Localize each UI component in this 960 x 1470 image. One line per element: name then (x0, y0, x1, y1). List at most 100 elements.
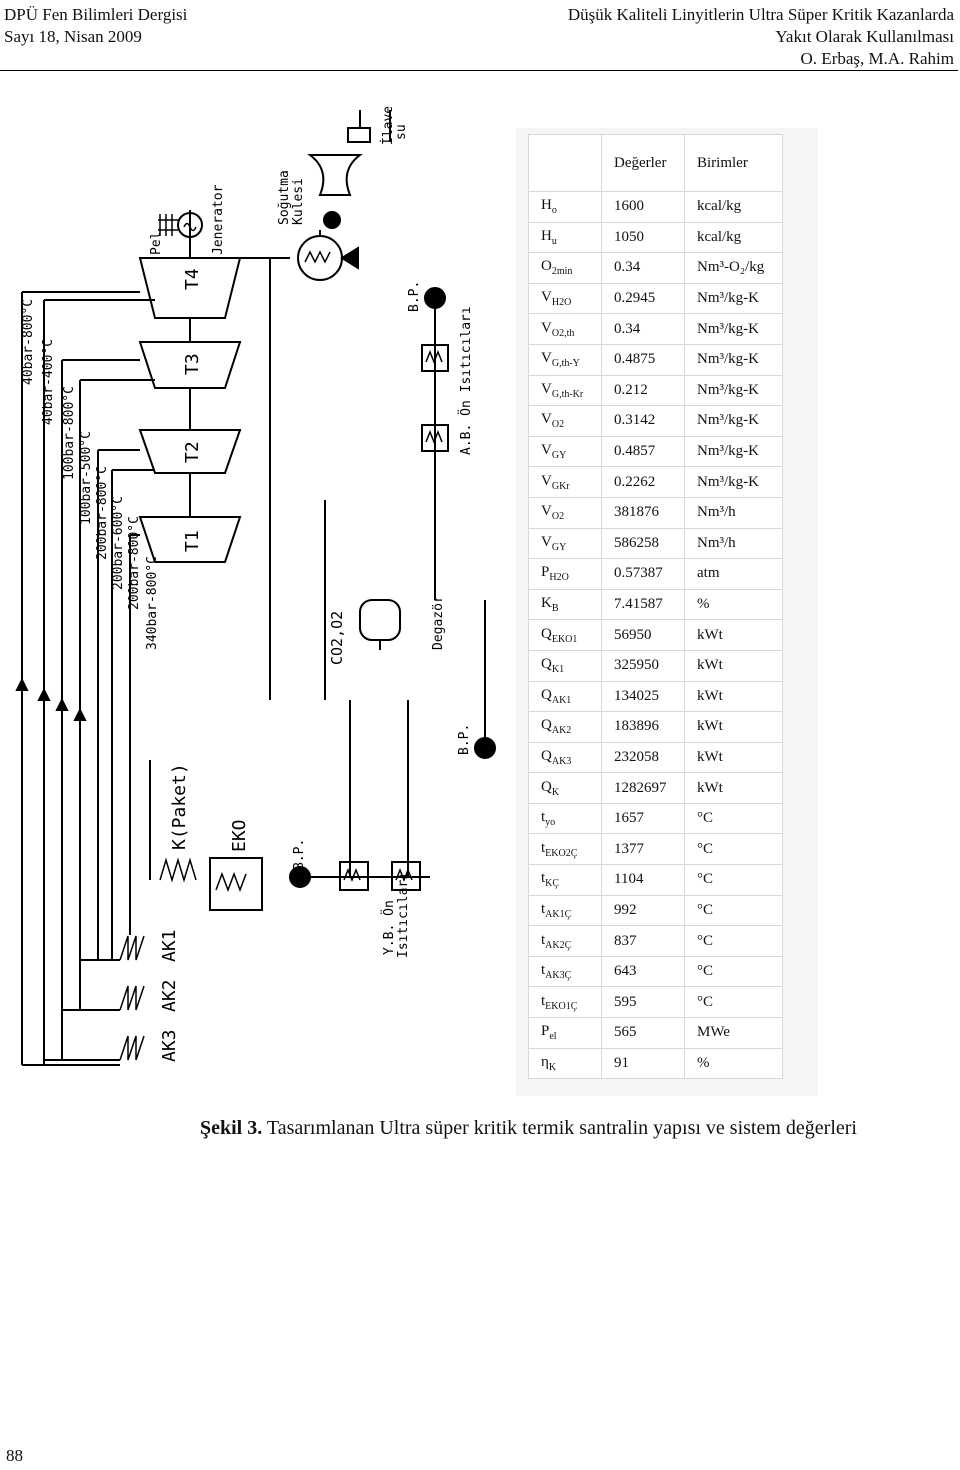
symbol: K (541, 595, 552, 612)
symbol: H (541, 227, 552, 244)
value-cell: 0.4857 (601, 435, 685, 468)
symbol-cell: tKÇ (528, 864, 602, 896)
label-40bar-400: 40bar-400°C (41, 339, 56, 425)
unit-cell: Nm³/kg-K (684, 343, 783, 376)
value-cell: 0.3142 (601, 405, 685, 437)
value-cell: 643 (601, 955, 685, 988)
symbol-cell: VH2O (528, 282, 602, 315)
symbol: t (541, 900, 546, 917)
symbol: V (541, 350, 552, 367)
symbol-cell: tAK2Ç (528, 925, 602, 957)
label-200bar-600: 200bar-600°C (111, 496, 126, 590)
value-cell: 56950 (601, 619, 685, 651)
label-kulesi: Kulesi (291, 178, 306, 225)
symbol-cell: VGY (528, 527, 602, 560)
symbol: V (541, 472, 552, 489)
symbol: V (541, 411, 552, 428)
article-title-line1: Düşük Kaliteli Linyitlerin Ultra Süper K… (567, 5, 954, 24)
label-kpaket: K(Paket) (169, 763, 190, 850)
symbol-subscript: K (551, 786, 560, 798)
label-40bar-800: 40bar-800°C (21, 299, 36, 385)
symbol-subscript: EKO2Ç (545, 847, 578, 859)
header-rule (0, 70, 958, 71)
turbine-t2 (138, 429, 242, 474)
symbol-subscript: GY (551, 541, 567, 553)
unit-cell: Nm³/h (684, 496, 783, 529)
symbol: t (541, 870, 546, 887)
symbol: Q (541, 625, 552, 642)
unit-cell: Nm³/kg-K (684, 405, 783, 437)
value-cell: 183896 (601, 711, 685, 743)
value-cell: 595 (601, 986, 685, 1019)
symbol-cell: VO2 (528, 405, 602, 437)
label-340bar-800: 340bar-800°C (145, 556, 160, 650)
unit-cell: °C (684, 925, 783, 957)
value-cell: 0.34 (601, 252, 685, 284)
symbol-subscript: GY (551, 450, 567, 462)
label-yb-heaters-1: Y.B. Ön (380, 900, 397, 955)
unit-cell: % (684, 588, 783, 621)
symbol-subscript: AK3 (551, 755, 572, 767)
symbol: P (541, 564, 550, 581)
symbol-cell: QAK3 (528, 741, 602, 774)
symbol-cell: VGY (528, 435, 602, 468)
label-100bar-800: 100bar-800°C (62, 386, 77, 480)
symbol-subscript: u (551, 235, 557, 247)
value-cell: 1657 (601, 802, 685, 835)
symbol: P (541, 1023, 550, 1040)
unit-cell: °C (684, 864, 783, 896)
value-cell: 565 (601, 1017, 685, 1049)
symbol-subscript: AK1 (551, 694, 572, 706)
symbol-subscript: o (551, 205, 557, 217)
symbol-subscript: H2O (551, 297, 572, 309)
symbol-subscript: EKO1 (551, 633, 578, 645)
caption-text: Tasarımlanan Ultra süper kritik termik s… (262, 1117, 857, 1139)
running-header-right: Düşük Kaliteli Linyitlerin Ultra Süper K… (568, 4, 954, 70)
unit-cell: atm (684, 558, 783, 590)
symbol-subscript: K1 (551, 664, 565, 676)
turbine-t1 (138, 516, 242, 563)
label-jenerator: Jenerator (211, 184, 226, 255)
value-cell: 1600 (601, 191, 685, 223)
label-pel: Pel (149, 232, 164, 255)
unit-cell: kWt (684, 619, 783, 651)
header-units: Birimler (684, 134, 783, 192)
symbol-cell: ηK (528, 1047, 602, 1080)
running-header-left: DPÜ Fen Bilimleri Dergisi Sayı 18, Nisan… (4, 4, 187, 48)
label-t3: T3 (182, 353, 203, 375)
value-cell: 837 (601, 925, 685, 957)
symbol-subscript: G,th-Y (551, 358, 580, 370)
unit-cell: Nm³-O₂/kg (684, 252, 783, 284)
symbol-cell: tEKO1Ç (528, 986, 602, 1019)
symbol: Q (541, 717, 552, 734)
unit-cell: kcal/kg (684, 191, 783, 223)
value-cell: 1377 (601, 833, 685, 866)
symbol-cell: QAK1 (528, 680, 602, 713)
symbol-cell: KB (528, 588, 602, 621)
value-cell: 0.4875 (601, 343, 685, 376)
symbol-subscript: KÇ (545, 878, 560, 890)
bp-pump-middle (474, 737, 496, 759)
value-cell: 992 (601, 894, 685, 927)
symbol: Q (541, 686, 552, 703)
value-cell: 91 (601, 1047, 685, 1080)
symbol: Q (541, 778, 552, 795)
label-t4: T4 (182, 268, 203, 290)
value-cell: 232058 (601, 741, 685, 774)
symbol-cell: VO2 (528, 496, 602, 529)
caption-label: Şekil 3. (200, 1117, 263, 1139)
symbol: V (541, 442, 552, 459)
label-ab-heaters: A.B. Ön Isıtıcıları (457, 306, 474, 455)
value-cell: 0.212 (601, 374, 685, 407)
symbol: V (541, 503, 552, 520)
unit-cell: °C (684, 802, 783, 835)
page-number: 88 (6, 1446, 23, 1465)
